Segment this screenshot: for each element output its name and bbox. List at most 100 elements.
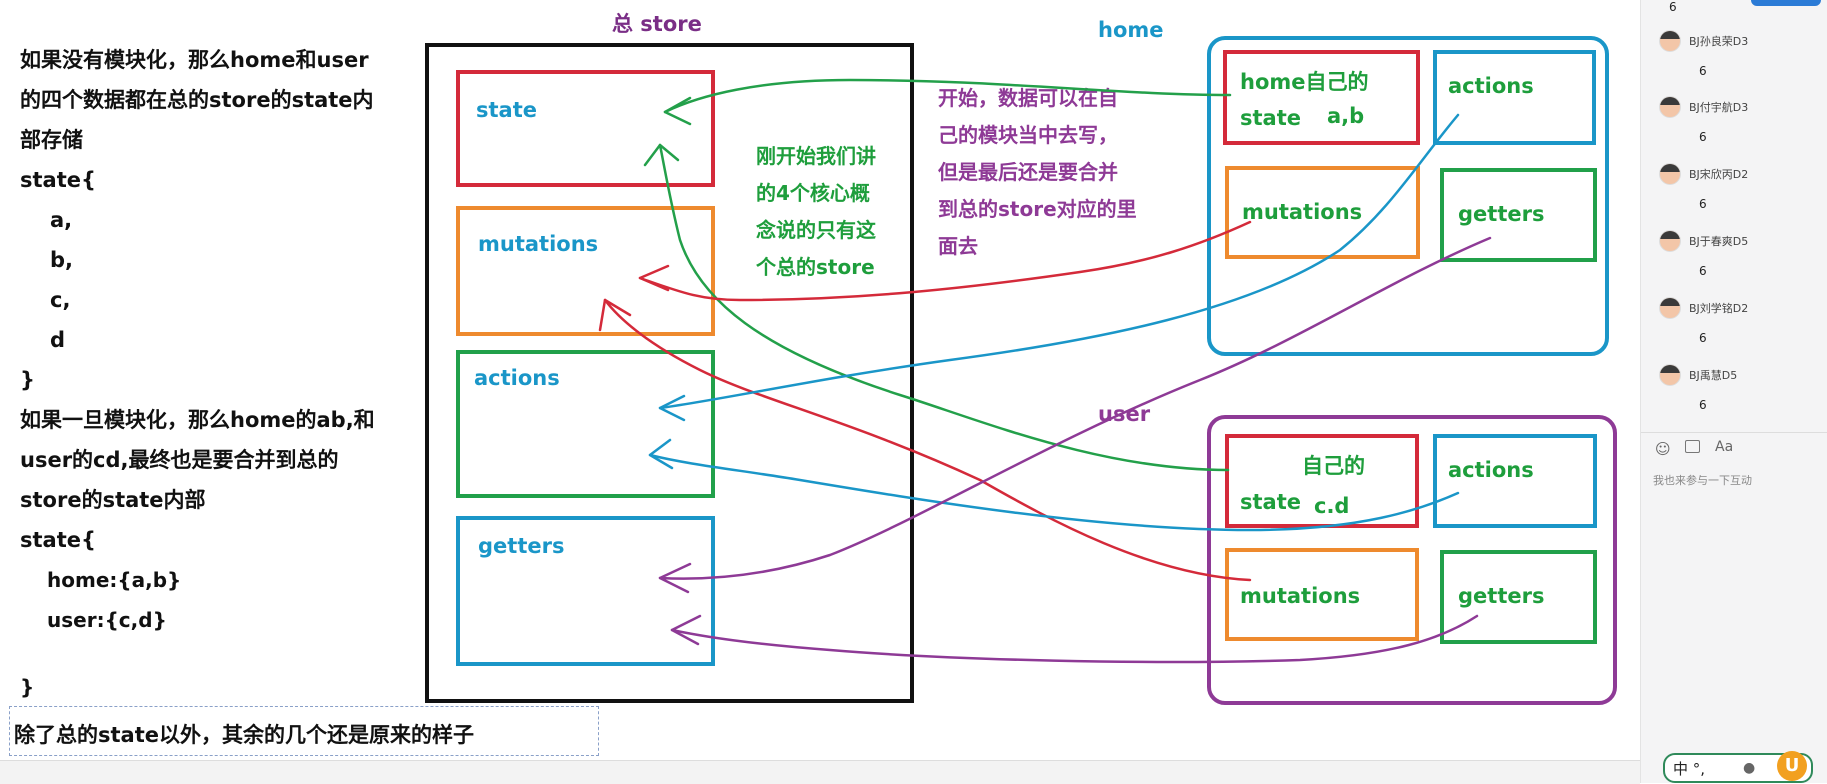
bottom-textbox[interactable]: 除了总的state以外，其余的几个还是原来的样子 [9, 706, 599, 756]
user-state-vars: c.d [1314, 494, 1350, 518]
note-home-line: home:{a,b} [47, 568, 182, 592]
note-line: c, [50, 288, 71, 312]
avatar [1659, 230, 1681, 252]
arrowhead [638, 264, 670, 292]
purple-note-line: 己的模块当中去写， [938, 123, 1118, 147]
note-close-brace: } [20, 675, 35, 699]
note-line: a, [50, 208, 73, 232]
store-state-box: state [456, 70, 715, 187]
slide-canvas: 如果没有模块化，那么home和user 的四个数据都在总的store的state… [0, 12, 1640, 784]
user-icon: ● [1743, 760, 1756, 776]
purple-note-line: 到总的store对应的里 [938, 197, 1137, 221]
home-mutations-box: mutations [1225, 166, 1420, 259]
user-state-line1: 自己的 [1302, 454, 1365, 478]
chat-input[interactable]: 我也来参与一下互动 [1653, 474, 1752, 487]
home-state-line2: state [1240, 106, 1301, 130]
arrow-user-actions-to-store [648, 453, 1460, 532]
arrows-layer [598, 78, 1492, 664]
chat-message: 6 [1699, 264, 1707, 278]
user-mutations-box: mutations [1225, 548, 1419, 641]
note-line: } [20, 368, 35, 392]
home-actions-label: actions [1448, 74, 1534, 98]
note-line: d [50, 328, 66, 352]
arrow-user-getters-to-store [670, 614, 1479, 664]
chat-message: 6 [1699, 64, 1707, 78]
store-title: 总 store [612, 12, 702, 36]
home-state-box: home自己的 state a,b [1223, 50, 1420, 145]
emoji-icon[interactable]: ☺ [1655, 440, 1671, 458]
chat-username: BJ于春爽D5 [1689, 235, 1749, 248]
arrow-user-mutations-to-store [603, 298, 1252, 582]
user-actions-label: actions [1448, 458, 1534, 482]
chat-user: BJ刘学铭D2 [1659, 297, 1748, 319]
chat-message: 6 [1699, 130, 1707, 144]
home-state-line1: home自己的 [1240, 70, 1369, 94]
note-line: user的cd,最终也是要合并到总的 [20, 448, 339, 472]
home-module-title: home [1098, 18, 1164, 42]
chat-user: BJ于春爽D5 [1659, 230, 1748, 252]
note-line: 如果一旦模块化，那么home的ab,和 [20, 408, 375, 432]
arrow-home-actions-to-store [658, 113, 1460, 410]
user-state-line2: state [1240, 490, 1301, 514]
purple-note-line: 但是最后还是要合并 [938, 160, 1118, 184]
home-state-vars: a,b [1327, 104, 1365, 128]
chat-message: 6 [1699, 331, 1707, 345]
avatar [1659, 96, 1681, 118]
image-icon[interactable] [1685, 440, 1700, 453]
store-mutations-box: mutations [456, 206, 715, 336]
ime-indicator[interactable]: 中 °, ● U [1663, 751, 1813, 783]
chat-user: BJ禹慧D5 [1659, 364, 1737, 386]
chat-sidebar: 6 BJ孙良荣D3 6 BJ付宇航D3 6 BJ宋欣丙D2 6 BJ于春爽D5 … [1640, 0, 1827, 783]
note-line: 的四个数据都在总的store的state内 [20, 88, 374, 112]
purple-note: 开始，数据可以在自 己的模块当中去写， 但是最后还是要合并 到总的store对应… [938, 80, 1137, 265]
bottom-textbox-text: 除了总的state以外，其余的几个还是原来的样子 [14, 723, 474, 747]
user-getters-label: getters [1458, 584, 1545, 608]
chat-username: BJ刘学铭D2 [1689, 302, 1749, 315]
store-mutations-label: mutations [478, 232, 599, 256]
home-getters-label: getters [1458, 202, 1545, 226]
arrowhead [598, 298, 632, 332]
note-line: state{ [20, 168, 96, 192]
arrowhead [658, 562, 692, 594]
home-mutations-label: mutations [1242, 200, 1363, 224]
chat-username: BJ付宇航D3 [1689, 101, 1749, 114]
chat-username: BJ孙良荣D3 [1689, 35, 1749, 48]
center-note-line: 刚开始我们讲 [756, 144, 876, 168]
store-container [425, 43, 914, 703]
chat-message: 6 [1699, 197, 1707, 211]
top-badge [1751, 0, 1821, 6]
user-module-box [1207, 415, 1617, 705]
user-mutations-label: mutations [1240, 584, 1361, 608]
font-icon[interactable]: Aa [1715, 439, 1734, 455]
arrowhead [648, 438, 674, 470]
home-actions-box: actions [1433, 50, 1596, 145]
chat-message: 6 [1699, 398, 1707, 412]
avatar [1659, 297, 1681, 319]
user-getters-box: getters [1440, 550, 1597, 644]
home-module-box [1207, 36, 1609, 356]
avatar [1659, 364, 1681, 386]
note-line: 如果没有模块化，那么home和user [20, 48, 369, 72]
note-line: store的state内部 [20, 488, 206, 512]
home-getters-box: getters [1440, 168, 1597, 262]
note-user-line: user:{c,d} [47, 608, 167, 632]
chat-username: BJ禹慧D5 [1689, 369, 1738, 382]
store-actions-box: actions [456, 350, 715, 498]
avatar [1659, 30, 1681, 52]
bottom-status-bar [0, 760, 1640, 784]
chat-username: BJ宋欣丙D2 [1689, 168, 1749, 181]
arrow-home-getters-to-store [658, 236, 1492, 580]
app-logo-icon: U [1777, 751, 1807, 781]
chat-message: 6 [1669, 0, 1677, 14]
chat-user: BJ孙良荣D3 [1659, 30, 1748, 52]
arrow-user-state-to-store-state [658, 143, 1230, 472]
note-line: state{ [20, 528, 96, 552]
chat-user: BJ付宇航D3 [1659, 96, 1748, 118]
center-note: 刚开始我们讲 的4个核心概 念说的只有这 个总的store [756, 138, 876, 286]
arrow-home-state-to-store-state [663, 78, 1232, 114]
divider [1641, 432, 1827, 433]
purple-note-line: 面去 [938, 234, 978, 258]
note-line: 部存储 [20, 128, 83, 152]
center-note-line: 个总的store [756, 255, 875, 279]
arrow-home-mutations-to-store [638, 220, 1252, 302]
